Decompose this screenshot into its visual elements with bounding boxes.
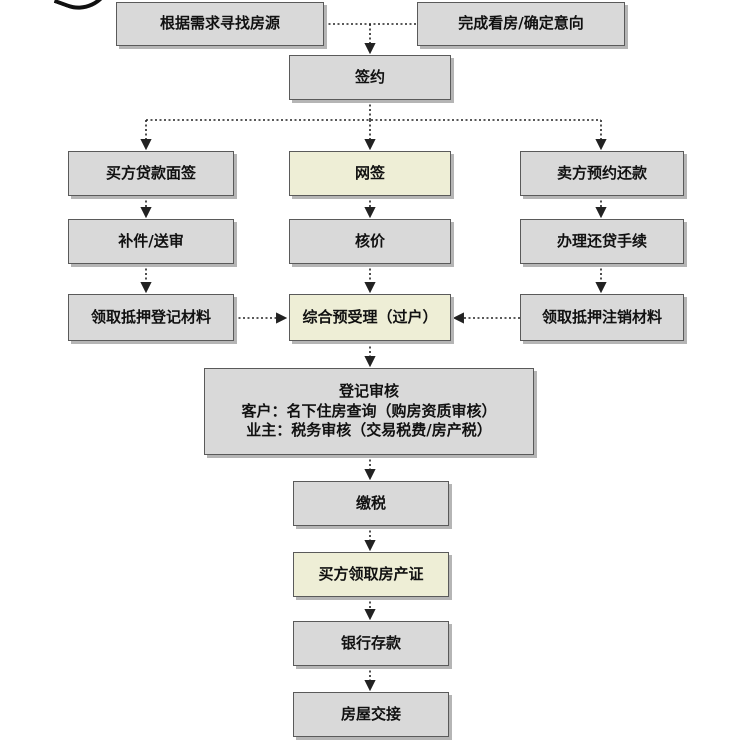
node-buyer-get-certificate: 买方领取房产证	[293, 552, 449, 597]
node-buyer-loan: 买方贷款面签	[68, 151, 234, 196]
node-pay-tax: 缴税	[293, 481, 449, 526]
node-supplement: 补件/送审	[68, 219, 234, 264]
node-seller-repay: 卖方预约还款	[520, 151, 684, 196]
review-title: 登记审核	[338, 382, 399, 401]
node-handover: 房屋交接	[293, 692, 449, 737]
node-get-mortgage-cancel-docs: 领取抵押注销材料	[520, 294, 684, 341]
node-sign: 签约	[289, 55, 451, 100]
node-price-check: 核价	[289, 219, 451, 264]
review-line-owner: 业主：税务审核（交易税费/房产税）	[246, 421, 492, 440]
node-comprehensive-acceptance: 综合预受理（过户）	[289, 294, 451, 341]
node-repay-procedure: 办理还贷手续	[520, 219, 684, 264]
node-online-sign: 网签	[289, 151, 451, 196]
node-find-house: 根据需求寻找房源	[116, 2, 324, 46]
node-registration-review: 登记审核 客户：名下住房查询（购房资质审核） 业主：税务审核（交易税费/房产税）	[204, 368, 534, 455]
node-bank-deposit: 银行存款	[293, 621, 449, 666]
review-line-customer: 客户：名下住房查询（购房资质审核）	[241, 401, 497, 420]
node-confirm-intent: 完成看房/确定意向	[417, 2, 625, 46]
node-get-mortgage-registration-docs: 领取抵押登记材料	[68, 294, 234, 341]
